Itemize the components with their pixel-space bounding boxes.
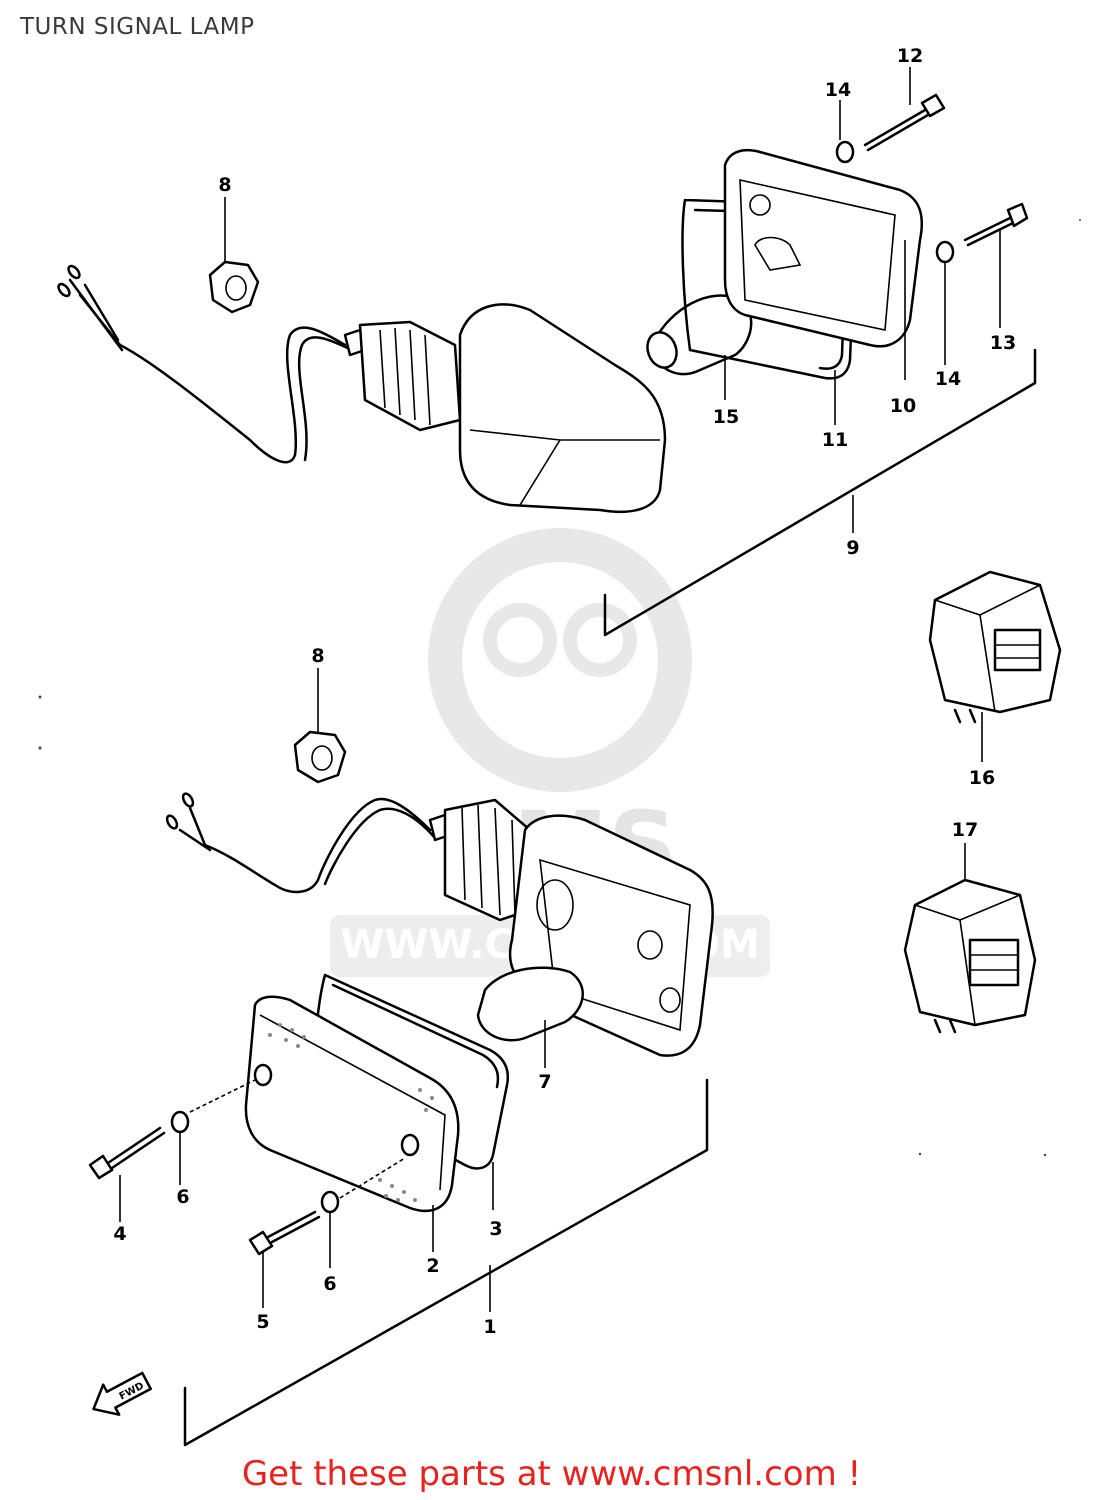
lower-wire-harness	[165, 792, 437, 894]
callout-8-upper: 8	[218, 174, 231, 196]
lower-lens	[244, 995, 460, 1213]
upper-lens	[723, 148, 924, 348]
callout-12: 12	[897, 45, 923, 67]
cta-link[interactable]: Get these parts at www.cmsnl.com !	[241, 1454, 862, 1494]
callout-leaders	[119, 67, 1001, 1312]
callout-14-top: 14	[825, 79, 851, 101]
upper-screw-12	[863, 93, 946, 152]
callout-13: 13	[990, 332, 1016, 354]
callout-16: 16	[969, 767, 995, 789]
screw-4	[88, 1126, 166, 1180]
leader-screw-5	[339, 1157, 406, 1199]
relay-17	[903, 878, 1037, 1034]
washer-6-top	[170, 1110, 190, 1134]
scan-specks	[38, 219, 1081, 1157]
callout-7: 7	[538, 1071, 551, 1093]
callout-8-lower: 8	[311, 645, 324, 667]
page-title: TURN SIGNAL LAMP	[20, 14, 255, 40]
callout-3: 3	[489, 1218, 502, 1240]
callout-6-bottom: 6	[323, 1273, 336, 1295]
callout-10: 10	[890, 395, 916, 417]
callout-14-bottom: 14	[935, 368, 961, 390]
footer-cta[interactable]: Get these parts at www.cmsnl.com !	[0, 1454, 1103, 1494]
screw-5	[248, 1210, 321, 1256]
callout-2: 2	[426, 1255, 439, 1277]
callout-15: 15	[713, 406, 739, 428]
nut-8-lower	[293, 730, 347, 784]
bracket-9	[603, 348, 1037, 637]
washer-6-bottom	[320, 1190, 340, 1214]
washer-14-bottom	[935, 240, 955, 264]
callout-5: 5	[256, 1311, 269, 1333]
callout-1: 1	[483, 1316, 496, 1338]
callout-6-top: 6	[176, 1186, 189, 1208]
callout-labels: 8 12 14 13 14 10 11 15 9 8 16 17 7 6 4 3…	[113, 45, 1016, 1338]
callout-4: 4	[113, 1223, 126, 1245]
leader-screw-4	[189, 1079, 256, 1113]
nut-8-upper	[208, 260, 260, 314]
upper-bulb	[646, 294, 753, 376]
watermark-mascot	[428, 528, 692, 792]
fwd-arrow-icon: FWD	[92, 1371, 152, 1416]
lower-bulb	[476, 966, 584, 1042]
callout-11: 11	[822, 429, 848, 451]
callout-17: 17	[952, 819, 978, 841]
relay-16	[928, 570, 1062, 724]
washer-14-top	[835, 140, 855, 164]
upper-lamp-housing	[343, 303, 667, 514]
upper-wire-harness	[57, 264, 354, 464]
upper-screw-13	[963, 202, 1029, 247]
bracket-1	[183, 1078, 709, 1447]
callout-9: 9	[846, 537, 859, 559]
